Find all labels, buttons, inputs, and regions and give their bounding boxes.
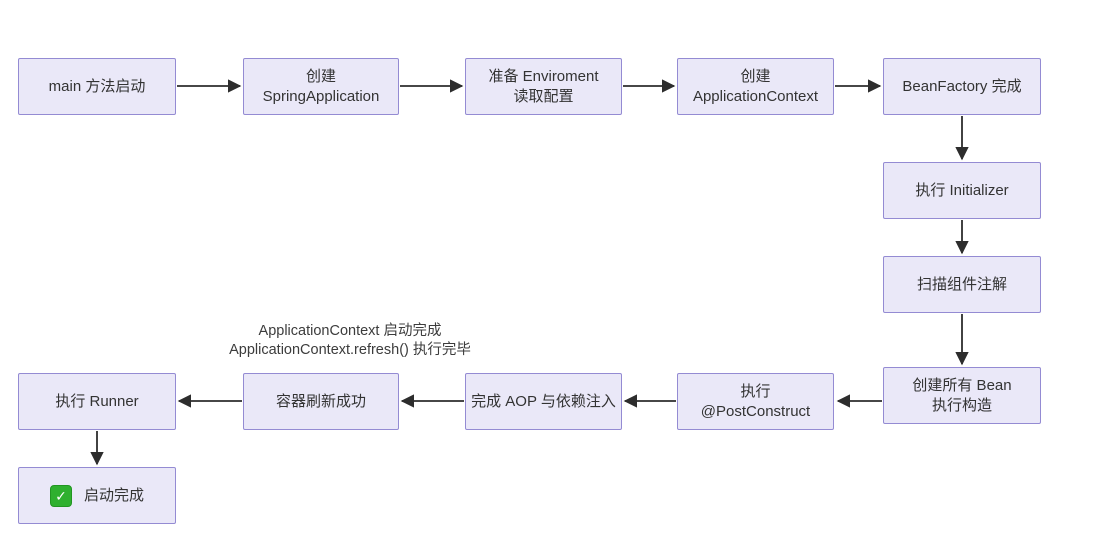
node-create-springapplication: 创建 SpringApplication [243,58,399,115]
node-label: BeanFactory 完成 [902,77,1022,95]
refresh-annotation-line2: ApplicationContext.refresh() 执行完毕 [229,341,471,358]
node-main-start: main 方法启动 [18,58,176,115]
node-run-postconstruct: 执行 @PostConstruct [677,373,834,430]
node-label: 执行 Initializer [915,181,1009,199]
refresh-annotation-line1: ApplicationContext 启动完成 [258,323,442,339]
node-label: 创建所有 Bean 执行构造 [912,376,1012,414]
node-run-initializer: 执行 Initializer [883,162,1041,219]
node-run-runner: 执行 Runner [18,373,176,430]
check-icon: ✓ [49,484,72,507]
node-label: 执行 Runner [55,392,139,410]
node-startup-complete: ✓ 启动完成 [18,467,176,524]
node-label: 启动完成 [83,486,144,504]
node-beanfactory-complete: BeanFactory 完成 [883,58,1041,115]
node-label: 创建 ApplicationContext [692,67,819,105]
node-label: 扫描组件注解 [916,275,1007,293]
startup-complete-content: ✓ 启动完成 [49,484,144,507]
node-label: 创建 SpringApplication [262,67,380,105]
node-container-refresh-success: 容器刷新成功 [243,373,399,430]
node-label: 执行 @PostConstruct [700,382,811,420]
node-create-applicationcontext: 创建 ApplicationContext [677,58,834,115]
node-label: 完成 AOP 与依赖注入 [471,392,616,410]
node-label: main 方法启动 [48,77,146,95]
node-label: 准备 Enviroment 读取配置 [488,67,599,105]
node-scan-component-annotations: 扫描组件注解 [883,256,1041,313]
node-label: 容器刷新成功 [275,392,366,410]
node-finish-aop-di: 完成 AOP 与依赖注入 [465,373,622,430]
node-prepare-environment: 准备 Enviroment 读取配置 [465,58,622,115]
refresh-annotation: ApplicationContext 启动完成 ApplicationConte… [150,322,550,359]
node-create-all-beans: 创建所有 Bean 执行构造 [883,367,1041,424]
